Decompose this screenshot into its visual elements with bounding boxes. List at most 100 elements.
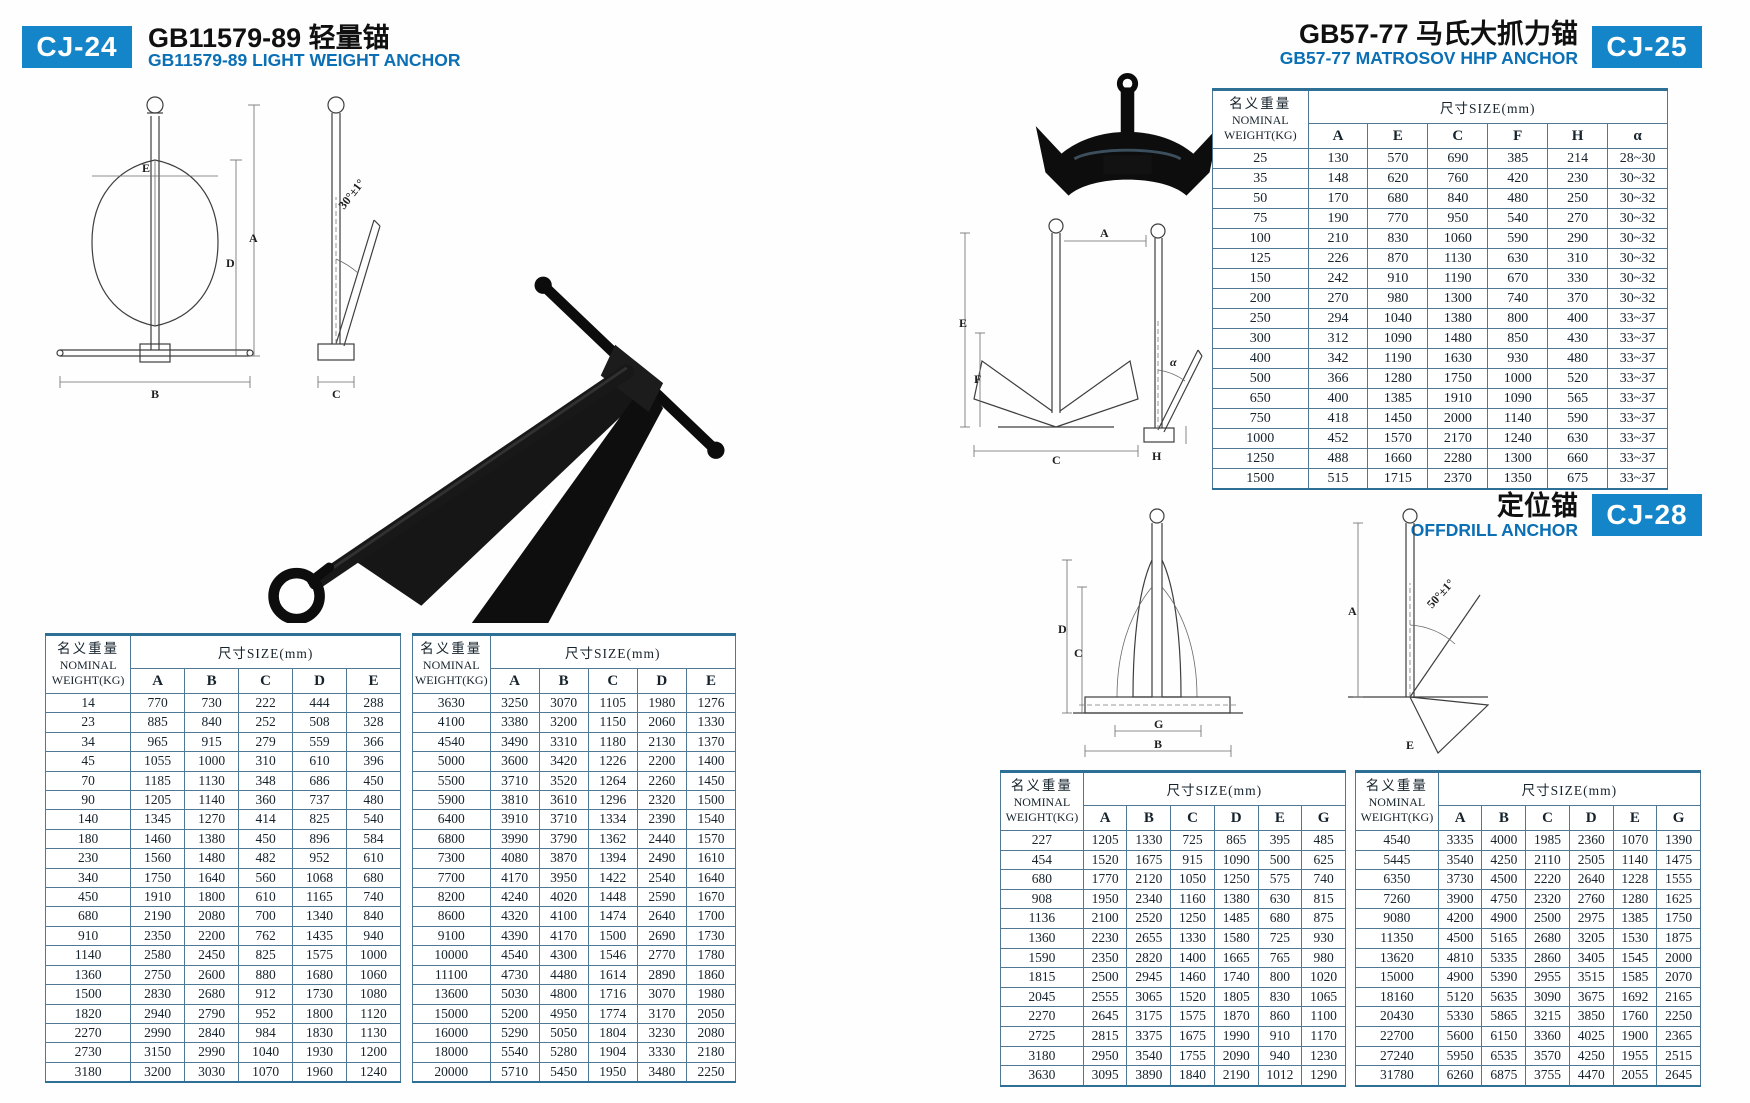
size-cell: 214 xyxy=(1547,148,1609,169)
size-cell: 560 xyxy=(238,867,294,889)
size-cell: 680 xyxy=(346,867,401,889)
size-cell: 5540 xyxy=(489,1042,540,1063)
size-cell: 1500 xyxy=(587,925,638,947)
size-cell: 1160 xyxy=(1170,888,1215,910)
weight-cell: 4540 xyxy=(1355,830,1439,851)
size-cell: 952 xyxy=(292,848,347,869)
size-cell: 1930 xyxy=(292,1042,347,1063)
size-cell: 1090 xyxy=(1367,328,1429,349)
size-cell: 740 xyxy=(1487,288,1549,309)
size-cell: 294 xyxy=(1307,308,1369,329)
size-cell: 4000 xyxy=(1481,830,1527,851)
size-cell: 1345 xyxy=(130,809,186,830)
size-cell: 5200 xyxy=(489,1003,540,1024)
dim-col-header: D xyxy=(636,668,687,694)
size-cell: 1276 xyxy=(685,692,737,714)
size-cell: 940 xyxy=(346,925,401,947)
size-cell: 4320 xyxy=(489,906,540,927)
size-cell: 290 xyxy=(1547,228,1609,249)
size-cell: 3990 xyxy=(489,828,540,850)
size-cell: 4810 xyxy=(1437,947,1483,969)
size-cell: 1380 xyxy=(1213,888,1259,910)
weight-cell: 680 xyxy=(44,906,132,927)
size-cell: 4500 xyxy=(1481,869,1527,890)
weight-cell: 5500 xyxy=(412,770,491,792)
size-cell: 3540 xyxy=(1126,1045,1172,1067)
size-cell: 2990 xyxy=(130,1022,186,1044)
dim-col-header: A xyxy=(1307,123,1369,149)
size-cell: 1055 xyxy=(130,751,186,772)
size-cell: 2450 xyxy=(184,945,240,966)
size-cell: 5710 xyxy=(489,1061,540,1083)
size-cell: 3675 xyxy=(1568,986,1614,1008)
weight-cell: 1360 xyxy=(1000,927,1084,949)
size-cell: 488 xyxy=(1307,448,1369,469)
size-cell: 3890 xyxy=(1126,1065,1172,1087)
weight-cell: 22700 xyxy=(1355,1025,1439,1047)
size-cell: 1000 xyxy=(1487,368,1549,389)
size-cell: 366 xyxy=(346,731,401,753)
size-cell: 190 xyxy=(1307,208,1369,229)
size-cell: 420 xyxy=(1487,168,1549,189)
size-cell: 1740 xyxy=(1213,967,1259,988)
weight-cell: 140 xyxy=(44,809,132,830)
weight-cell: 70 xyxy=(44,770,132,792)
size-cell: 4800 xyxy=(538,984,589,1005)
size-cell: 6150 xyxy=(1481,1025,1527,1047)
size-cell: 4750 xyxy=(1481,888,1527,910)
dim-col-header: E xyxy=(346,668,401,694)
size-cell: 1830 xyxy=(292,1022,347,1044)
size-cell: 930 xyxy=(1487,348,1549,369)
size-cell: 1900 xyxy=(1612,1025,1658,1047)
cj24-badge: CJ-24 xyxy=(22,26,132,68)
size-cell: 5950 xyxy=(1437,1045,1483,1067)
size-cell: 2370 xyxy=(1427,468,1489,490)
size-cell: 3850 xyxy=(1568,1006,1614,1027)
size-cell: 2440 xyxy=(636,828,687,850)
size-cell: 630 xyxy=(1257,888,1303,910)
size-cell: 2090 xyxy=(1213,1045,1259,1067)
size-cell: 770 xyxy=(1367,208,1429,229)
size-cell: 2350 xyxy=(130,925,186,947)
weight-cell: 14 xyxy=(44,692,132,714)
size-cell: 2050 xyxy=(685,1003,737,1024)
size-cell: 1904 xyxy=(587,1042,638,1063)
size-cell: 1625 xyxy=(1656,888,1701,910)
size-header: 尺寸SIZE(mm) xyxy=(1437,771,1702,806)
size-cell: 1610 xyxy=(685,848,737,869)
size-cell: 1250 xyxy=(1170,908,1215,929)
size-cell: 610 xyxy=(346,848,401,869)
size-cell: 5390 xyxy=(1481,967,1527,988)
size-cell: 482 xyxy=(238,848,294,869)
size-cell: 5335 xyxy=(1481,947,1527,969)
size-cell: 1546 xyxy=(587,945,638,966)
size-cell: 2280 xyxy=(1427,448,1489,469)
size-cell: 1804 xyxy=(587,1022,638,1044)
size-cell: 250 xyxy=(1547,188,1609,209)
size-cell: 952 xyxy=(238,1003,294,1024)
size-cell: 2505 xyxy=(1568,849,1614,871)
weight-cell: 23 xyxy=(44,712,132,733)
size-cell: 3200 xyxy=(130,1061,186,1083)
size-cell: 2080 xyxy=(184,906,240,927)
weight-cell: 7260 xyxy=(1355,888,1439,910)
size-cell: 770 xyxy=(130,692,186,714)
cj25-side-view-drawing: α H xyxy=(1143,223,1203,463)
size-cell: 2790 xyxy=(184,1003,240,1024)
